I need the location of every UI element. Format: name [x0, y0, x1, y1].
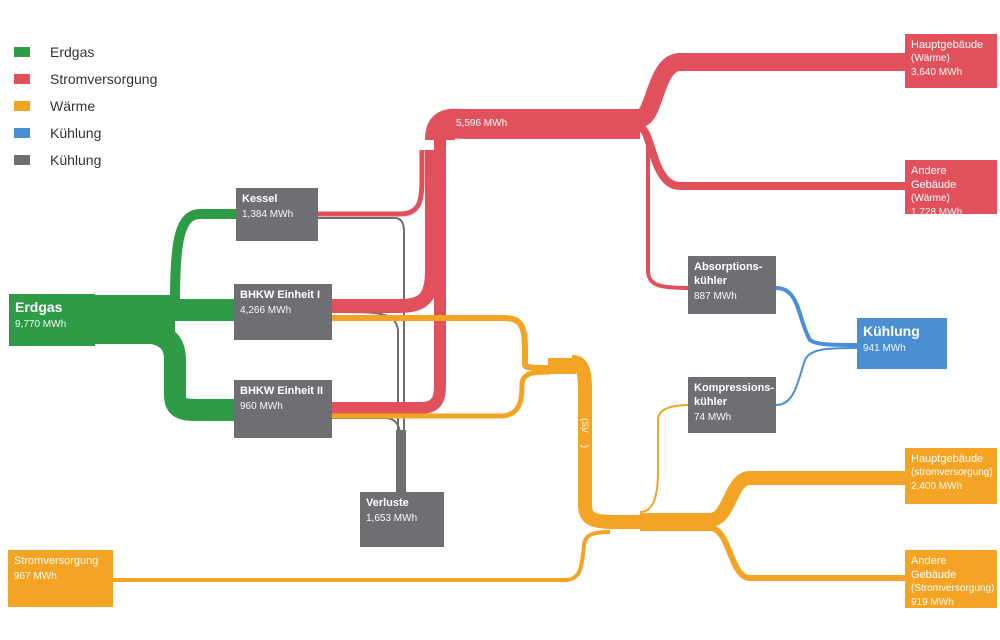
legend-label: Stromversorgung: [50, 70, 158, 87]
node-value: 9,770 MWh: [15, 318, 67, 330]
node-andere-gebaeude-waerme[interactable]: Andere Gebäude (Wärme) 1,728 MWh: [905, 160, 997, 218]
legend-label: Wärme: [50, 97, 96, 114]
node-title: BHKW Einheit I: [240, 289, 321, 301]
node-title: Kühlung: [863, 323, 920, 339]
legend: Erdgas Stromversorgung Wärme Kühlung Küh…: [14, 38, 157, 173]
node-kessel[interactable]: Kessel 1,384 MWh: [236, 188, 318, 241]
legend-swatch: [14, 73, 30, 84]
flow-power-kompression: [639, 404, 691, 513]
node-title: BHKW Einheit II: [240, 385, 324, 397]
node-title-line-2: kühler: [694, 395, 728, 408]
flow-heat-trunk: [425, 108, 640, 142]
node-title: Stromversorgung: [14, 555, 99, 567]
legend-swatch: [14, 46, 30, 57]
node-subtitle: (Stromversorgung): [911, 582, 995, 594]
node-value: 1,384 MWh: [242, 208, 294, 220]
node-value: 74 MWh: [694, 411, 732, 423]
power-trunk-label: (S)/ ): [580, 418, 590, 448]
heat-trunk-label: 5,596 MWh: [456, 118, 508, 129]
node-kompressionskuehler[interactable]: Kompressions- kühler 74 MWh: [688, 377, 776, 433]
node-value: 4,266 MWh: [240, 304, 292, 316]
flow-bhkw2-verluste: [332, 417, 401, 492]
node-title-line-2: kühler: [694, 274, 728, 287]
legend-item-kuehlung-grey: Kühlung: [14, 146, 157, 173]
legend-swatch: [14, 100, 30, 111]
flow-power-andere: [640, 525, 905, 581]
power-flows: [112, 315, 905, 582]
legend-item-kuehlung: Kühlung: [14, 119, 157, 146]
node-bhkw-1[interactable]: BHKW Einheit I 4,266 MWh: [234, 284, 332, 340]
node-bhkw-2[interactable]: BHKW Einheit II 960 MWh: [234, 380, 332, 438]
node-title: Verluste: [366, 497, 409, 509]
node-value: 960 MWh: [240, 400, 283, 412]
loss-flows: [318, 217, 405, 492]
flow-bhkw2-power: [332, 369, 551, 419]
node-subtitle: (Wärme): [911, 192, 950, 204]
node-subtitle: (stromversorgung): [911, 466, 993, 478]
flow-strom-trunk: [112, 530, 611, 582]
node-title: Kessel: [242, 193, 278, 205]
node-title: Erdgas: [15, 299, 63, 315]
node-title: Hauptgebäude: [911, 453, 984, 465]
node-value: 2,400 MWh: [911, 481, 963, 493]
node-andere-gebaeude-strom[interactable]: Andere Gebäude (Stromversorgung) 919 MWh: [905, 550, 997, 608]
legend-label: Kühlung: [50, 124, 102, 141]
flow-kessel-verluste: [318, 217, 405, 492]
node-kuehlung[interactable]: Kühlung 941 MWh: [857, 318, 947, 369]
legend-swatch: [14, 154, 30, 165]
node-title: Absorptions-: [694, 261, 763, 273]
legend-item-erdgas: Erdgas: [14, 38, 157, 65]
cooling-flows: [775, 286, 859, 406]
flow-heat-absorption: [646, 136, 691, 290]
node-value: 887 MWh: [694, 290, 737, 302]
legend-label: Erdgas: [50, 43, 95, 60]
node-hauptgebaeude-strom[interactable]: Hauptgebäude (stromversorgung) 2,400 MWh: [905, 448, 997, 504]
node-value: 3,640 MWh: [911, 67, 963, 79]
node-subtitle: (Wärme): [911, 52, 950, 64]
heat-flows: [318, 53, 905, 414]
flow-bhkw1-power: [332, 315, 551, 371]
node-erdgas[interactable]: Erdgas 9,770 MWh: [9, 294, 95, 346]
node-value: 919 MWh: [911, 597, 954, 608]
node-value: 941 MWh: [863, 342, 906, 354]
node-verluste[interactable]: Verluste 1,653 MWh: [360, 492, 444, 547]
flow-kessel-heat: [318, 150, 425, 217]
flow-heat-haupt: [636, 53, 905, 127]
flow-bhkw2-heat: [332, 130, 446, 414]
node-title: Andere Gebäude: [911, 555, 957, 581]
flow-bhkw1-heat: [332, 150, 439, 313]
node-title: Hauptgebäude: [911, 39, 984, 51]
flow-kompression-cooling: [775, 347, 859, 406]
flow-gas-kessel: [94, 209, 236, 306]
flow-heat-andere: [638, 124, 905, 190]
flow-power-haupt: [640, 471, 905, 527]
node-value: 1,728 MWh: [911, 207, 963, 218]
legend-label: Kühlung: [50, 151, 102, 168]
flow-absorption-cooling: [775, 286, 859, 347]
legend-item-waerme: Wärme: [14, 92, 157, 119]
legend-swatch: [14, 127, 30, 138]
node-absorptionskuehler[interactable]: Absorptions- kühler 887 MWh: [688, 256, 776, 314]
node-stromversorgung[interactable]: Stromversorgung 967 MWh: [8, 550, 113, 607]
node-title: Andere Gebäude: [911, 165, 957, 191]
node-hauptgebaeude-waerme[interactable]: Hauptgebäude (Wärme) 3,640 MWh: [905, 34, 997, 88]
node-title: Kompressions-: [694, 382, 775, 394]
node-value: 1,653 MWh: [366, 512, 418, 524]
flow-power-trunk: [571, 355, 640, 529]
node-value: 967 MWh: [14, 570, 57, 582]
legend-item-stromversorgung: Stromversorgung: [14, 65, 157, 92]
